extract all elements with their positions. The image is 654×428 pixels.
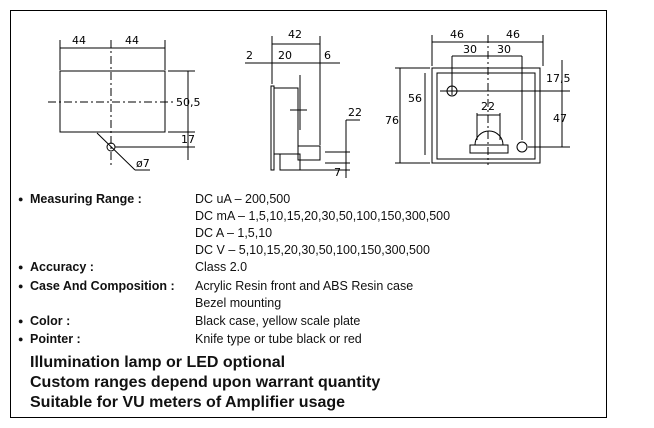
dimension-drawings: 44 44 50,5 17 ø7 42 2 20 6 22 7 46 46 30… (48, 28, 571, 179)
rear-hole-spacing: 47 (553, 112, 567, 125)
rear-top-offset: 17,5 (546, 72, 571, 85)
note-custom-ranges: Custom ranges depend upon warrant quanti… (30, 374, 381, 391)
spec-value: Bezel mounting (195, 296, 282, 310)
note-vu-meters: Suitable for VU meters of Amplifier usag… (30, 394, 346, 411)
spec-label: Measuring Range : (30, 192, 142, 206)
side-view-drawing: 42 2 20 6 22 7 (245, 28, 362, 179)
bullet-icon: ● (18, 281, 24, 291)
side-terminal-height: 22 (348, 106, 362, 119)
front-width-left: 44 (72, 34, 86, 47)
rear-inner-height: 56 (408, 92, 422, 105)
spec-label: Case And Composition : (30, 279, 175, 293)
rear-view-drawing: 46 46 30 30 17,5 56 76 47 22 (385, 28, 571, 165)
side-body: 20 (278, 49, 292, 62)
bullet-icon: ● (18, 316, 24, 326)
feature-notes: Illumination lamp or LED optional Custom… (30, 353, 380, 413)
spec-label: Pointer : (30, 332, 81, 346)
rear-width-right: 46 (506, 28, 520, 41)
rear-outer-height: 76 (385, 114, 399, 127)
specification-list: ● Measuring Range : DC uA – 200,500 DC m… (18, 0, 618, 350)
front-width-right: 44 (125, 34, 139, 47)
rear-hole-left: 30 (463, 43, 477, 56)
spec-value: Class 2.0 (195, 260, 248, 274)
spec-value: DC A – 1,5,10 (195, 226, 273, 240)
side-terminal-low: 7 (334, 166, 341, 179)
front-hole-diameter: ø7 (136, 157, 150, 170)
bullet-icon: ● (18, 194, 24, 204)
bullet-icon: ● (18, 334, 24, 344)
spec-value: DC uA – 200,500 (195, 192, 291, 206)
rear-center: 22 (481, 100, 495, 113)
document-frame (10, 10, 607, 418)
spec-value: Black case, yellow scale plate (195, 314, 361, 328)
note-illumination: Illumination lamp or LED optional (30, 354, 286, 371)
spec-value: DC V – 5,10,15,20,30,50,100,150,300,500 (195, 243, 430, 257)
side-bezel: 2 (246, 49, 253, 62)
side-depth: 42 (288, 28, 302, 41)
spec-value: Acrylic Resin front and ABS Resin case (195, 279, 414, 293)
spec-value: Knife type or tube black or red (195, 332, 362, 346)
spec-value: DC mA – 1,5,10,15,20,30,50,100,150,300,5… (195, 209, 451, 223)
rear-hole-right: 30 (497, 43, 511, 56)
front-height: 50,5 (176, 96, 201, 109)
spec-label: Color : (30, 314, 71, 328)
side-terminal: 6 (324, 49, 331, 62)
spec-label: Accuracy : (30, 260, 94, 274)
bullet-icon: ● (18, 262, 24, 272)
front-view-drawing: 44 44 50,5 17 ø7 (48, 34, 201, 171)
rear-width-left: 46 (450, 28, 464, 41)
front-hole-offset: 17 (181, 133, 195, 146)
